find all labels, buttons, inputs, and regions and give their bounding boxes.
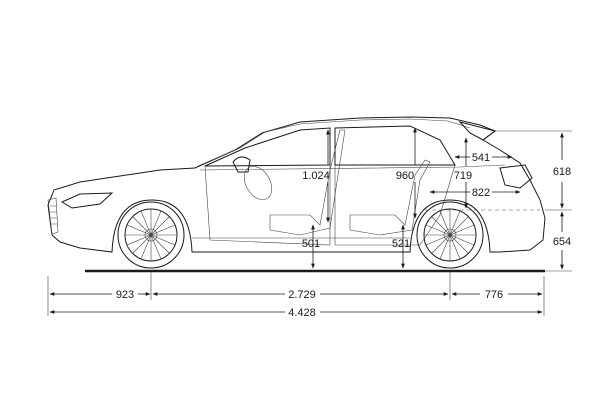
steering-wheel	[243, 165, 273, 201]
rear-body-height-label: 654	[553, 236, 571, 248]
car-silhouette	[47, 116, 546, 269]
rear-overhang-label: 776	[485, 289, 503, 301]
side-mirror	[232, 156, 251, 173]
overall-length-label: 4.428	[288, 307, 316, 319]
front-wheel	[117, 201, 185, 269]
rear-headroom-label: 960	[396, 170, 414, 182]
taillight	[499, 164, 533, 189]
rear-height-dimensions: 618 654	[495, 130, 572, 272]
front-headroom-label: 1.024	[302, 170, 330, 182]
front-seat	[269, 129, 346, 236]
rear-window-outline	[334, 125, 456, 166]
wheelbase-label: 2.729	[288, 289, 316, 301]
roof-line	[197, 118, 471, 167]
rear-door-line	[334, 164, 456, 246]
front-overhang-label: 923	[116, 289, 134, 301]
interior-dimensions: 1.024 960 501 521 719	[302, 127, 472, 269]
front-seat-height-label: 501	[302, 238, 320, 250]
rear-load-height-label: 719	[454, 170, 472, 182]
length-dimensions: 923 2.729 776 4.428	[49, 289, 543, 319]
rear-seat-height-label: 521	[392, 238, 410, 250]
car-body-outline	[47, 116, 546, 253]
cargo-dimensions: 541 822	[429, 152, 521, 199]
tailgate-opening-label: 541	[472, 152, 490, 164]
belt-line	[199, 164, 506, 171]
front-grille	[47, 197, 59, 235]
rear-window-height-label: 618	[553, 166, 571, 178]
rear-seat	[349, 159, 431, 236]
front-door-line	[204, 165, 331, 246]
headlight	[60, 192, 114, 209]
cargo-length-label: 822	[472, 187, 490, 199]
extension-lines	[47, 272, 545, 316]
window-outline	[204, 127, 331, 167]
rear-spoiler	[458, 121, 497, 141]
rear-wheel	[416, 201, 484, 269]
